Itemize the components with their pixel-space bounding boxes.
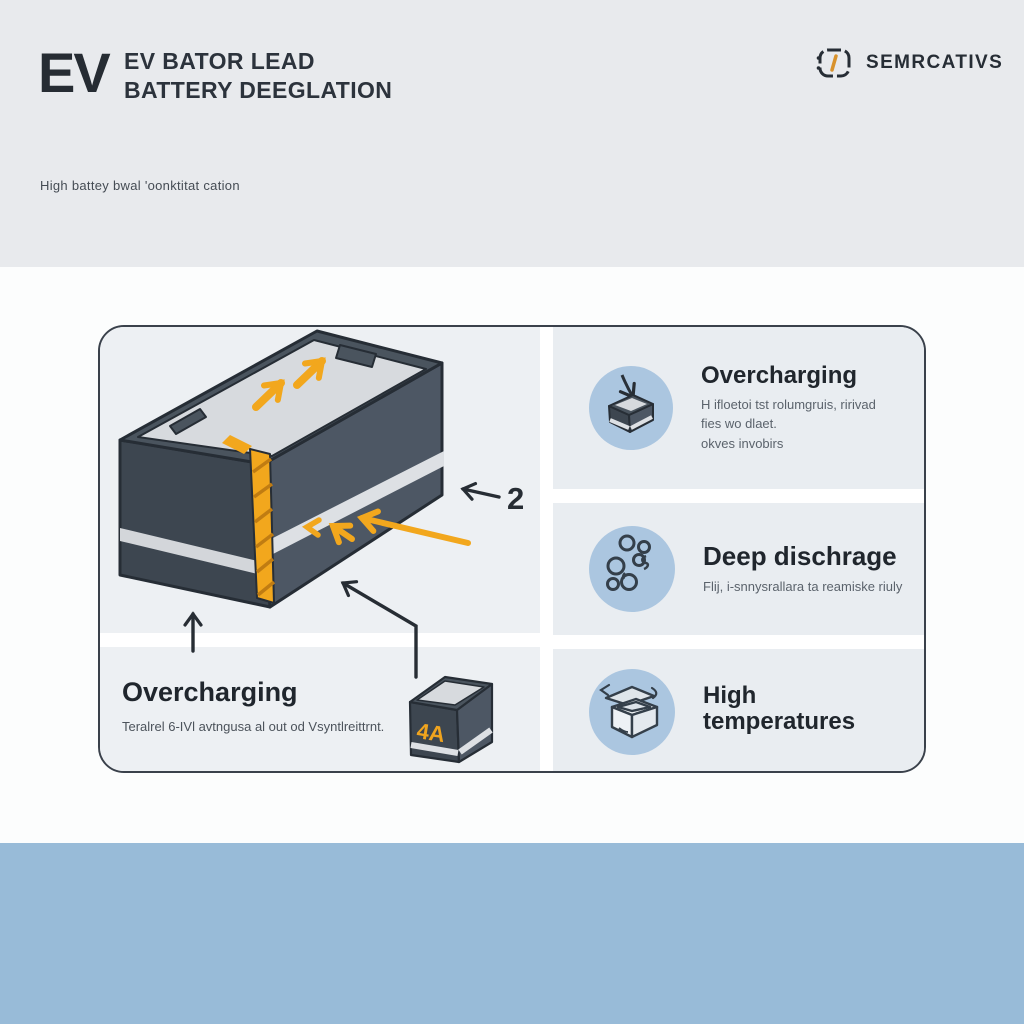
card-description-line: fies wo dlaet. (701, 416, 777, 432)
diagram-panel: Overcharging Teralrel 6-IVl avtngusa al … (98, 325, 926, 773)
card-description-line: Flij, i-snnysrallara ta reamiske riuly (703, 578, 903, 594)
page-title-line2: BATTERY DEEGLATION (124, 77, 393, 103)
slash-badge-icon (816, 48, 851, 78)
battery-arrow-icon (589, 366, 673, 450)
callout-title: Overcharging (122, 677, 298, 707)
card-description-line: okves invobirs (701, 435, 784, 451)
header-subtitle: High battey bwal 'oonktitat cation (40, 178, 240, 193)
card-title: High temperatures (703, 681, 856, 735)
callout-description: Teralrel 6-IVl avtngusa al out od Vsyntl… (122, 719, 385, 734)
card-deep-discharge: Deep dischrage Flij, i-snnysrallara ta r… (553, 503, 924, 635)
card-title: Deep dischrage (703, 540, 897, 571)
brand-name: SEMRCATIVS (866, 52, 1004, 73)
card-title: Overcharging (701, 361, 858, 389)
header-band (0, 0, 1024, 267)
open-box-icon (589, 669, 675, 755)
card-high-temperatures: High temperatures (553, 649, 924, 771)
ev-logo: EV (38, 41, 111, 104)
page-title: EV BATOR LEAD BATTERY DEEGLATION (124, 47, 392, 105)
brand-mark: SEMRCATIVS (816, 46, 1003, 80)
battery-illustration-block (100, 327, 540, 633)
footer-band (0, 843, 1024, 1024)
card-overcharging: Overcharging H ifloetoi tst rolumgruis, … (553, 327, 924, 489)
overcharging-callout-block: Overcharging Teralrel 6-IVl avtngusa al … (100, 647, 540, 771)
card-description-line: H ifloetoi tst rolumgruis, ririvad (701, 396, 876, 412)
bubbles-icon (589, 526, 675, 612)
page-title-line1: EV BATOR LEAD (124, 48, 315, 74)
